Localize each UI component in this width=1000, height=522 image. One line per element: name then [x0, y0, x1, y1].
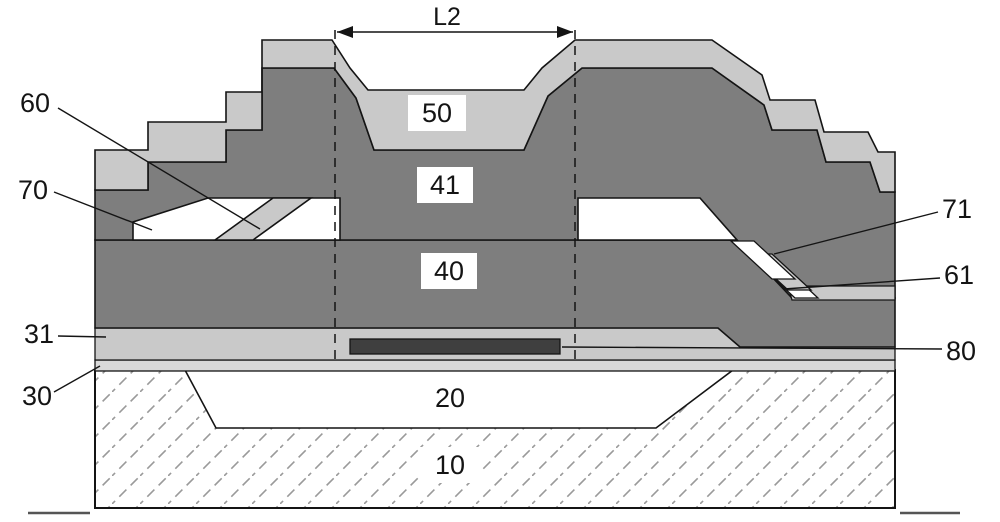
leader-30 — [53, 365, 101, 393]
label-60: 60 — [20, 88, 50, 118]
electrode-bar-80 — [349, 338, 561, 355]
label-box-41 — [417, 167, 473, 203]
label-61: 61 — [944, 260, 974, 290]
electrode-pad-60 — [212, 197, 314, 241]
label-71: 71 — [942, 194, 972, 224]
gap-sliver-71 — [729, 240, 797, 280]
label-50: 50 — [422, 98, 452, 128]
label-box-50 — [408, 95, 466, 131]
label-30: 30 — [22, 381, 52, 411]
label-box-40 — [421, 253, 477, 289]
label-20: 20 — [435, 383, 465, 413]
label-box-l2 — [424, 4, 470, 30]
label-41: 41 — [430, 170, 460, 200]
label-80: 80 — [946, 336, 976, 366]
leader-61 — [783, 277, 941, 290]
label-10: 10 — [435, 450, 465, 480]
leader-70 — [53, 191, 153, 231]
contact-hole-right — [577, 197, 739, 241]
label-l2: L2 — [433, 3, 461, 31]
leader-80 — [561, 346, 943, 350]
leader-60 — [57, 107, 261, 230]
passivation-layer-50 — [94, 39, 896, 193]
leader-31 — [57, 335, 107, 338]
dimension-arrow-left-icon — [337, 26, 353, 38]
label-31: 31 — [24, 319, 54, 349]
label-box-10 — [420, 447, 480, 483]
leader-71 — [773, 211, 939, 255]
label-40: 40 — [434, 256, 464, 286]
dimension-arrow-right-icon — [557, 26, 573, 38]
label-70: 70 — [18, 175, 48, 205]
thin-layer-30 — [94, 359, 896, 372]
